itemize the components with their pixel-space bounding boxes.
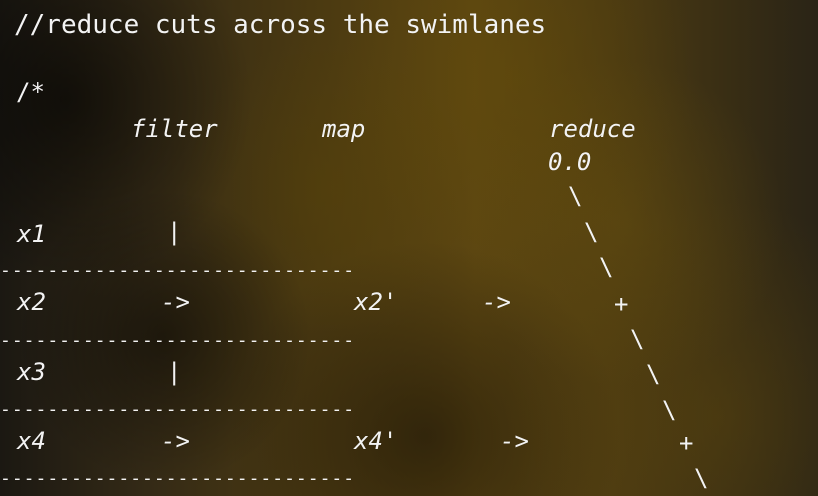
filter-header: filter: [131, 115, 218, 143]
lane-map-x4: x4': [354, 427, 398, 455]
lane-divider: ------------------------------: [0, 401, 356, 419]
lane-filter-x2: ->: [161, 288, 190, 316]
lane-filter-x1: |: [167, 218, 182, 246]
reduce-header: reduce: [549, 115, 636, 143]
reduce-trace-slash: \: [694, 464, 709, 492]
reduce-trace-slash: \: [662, 396, 677, 424]
lane-filter-x4: ->: [161, 427, 190, 455]
reduce-trace-slash: \: [630, 325, 645, 353]
reduce-trace-slash: \: [568, 182, 583, 210]
lane-label-x4: x4: [17, 427, 46, 455]
reduce-trace-plus: +: [614, 290, 629, 318]
lane-divider: ------------------------------: [0, 332, 356, 350]
lane-map-x2: x2': [354, 288, 398, 316]
lane-label-x3: x3: [17, 358, 46, 386]
lane-reduce-arrow-x2: ->: [482, 288, 511, 316]
lane-filter-x3: |: [167, 358, 182, 386]
lane-divider: ------------------------------: [0, 262, 356, 280]
reduce-initial-value: 0.0: [548, 148, 592, 176]
reduce-trace-slash: \: [646, 360, 661, 388]
reduce-trace-plus: +: [679, 429, 694, 457]
lane-divider: ------------------------------: [0, 470, 356, 488]
lane-label-x1: x1: [17, 220, 46, 248]
lane-reduce-arrow-x4: ->: [500, 427, 529, 455]
lane-label-x2: x2: [17, 288, 46, 316]
reduce-trace-slash: \: [599, 253, 614, 281]
reduce-trace-slash: \: [584, 218, 599, 246]
map-header: map: [322, 115, 366, 143]
title-comment: //reduce cuts across the swimlanes: [14, 10, 547, 40]
comment-start: /*: [16, 78, 45, 106]
